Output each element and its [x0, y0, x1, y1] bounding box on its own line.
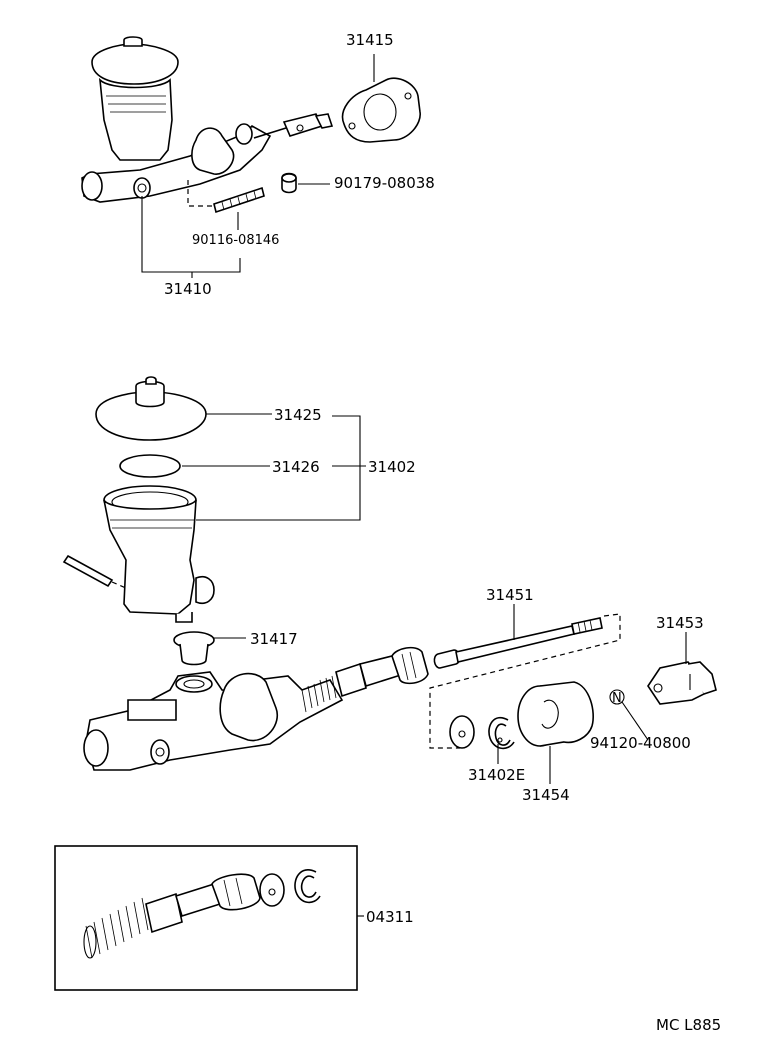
n-symbol-text: N — [612, 691, 622, 706]
repair-kit-04311 — [54, 845, 358, 991]
piston-spring — [301, 646, 429, 713]
label-31454: 31454 — [522, 786, 570, 804]
grommet-31417 — [173, 631, 215, 666]
label-31425: 31425 — [274, 406, 322, 424]
label-94120-40800: 94120-40800 — [590, 734, 691, 752]
reservoir-body — [103, 485, 215, 623]
cylinder-body — [83, 671, 344, 771]
label-90116-08146: 90116-08146 — [192, 233, 279, 248]
seal-31426 — [119, 454, 181, 478]
boot-31454 — [517, 681, 594, 747]
label-31410: 31410 — [164, 280, 212, 298]
label-31451: 31451 — [486, 586, 534, 604]
snap-ring-31402E — [488, 716, 515, 750]
label-31415: 31415 — [346, 31, 394, 49]
label-31453: 31453 — [656, 614, 704, 632]
label-04311: 04311 — [366, 908, 414, 926]
label-31426: 31426 — [272, 458, 320, 476]
gasket-31415 — [341, 77, 421, 143]
washer — [449, 715, 475, 749]
reservoir-cap-31425 — [95, 376, 207, 441]
diagram-code: MC L885 — [656, 1016, 721, 1034]
kit-frame — [54, 845, 358, 991]
label-31417: 31417 — [250, 630, 298, 648]
label-31402E: 31402E — [468, 766, 525, 784]
label-31402: 31402 — [368, 458, 416, 476]
new-part-symbol: N — [609, 689, 625, 706]
master-cylinder-assembly — [81, 36, 334, 214]
label-90179-08038: 90179-08038 — [334, 174, 435, 192]
push-rod-31451 — [433, 617, 603, 669]
clevis-31453 — [647, 661, 717, 705]
pin — [62, 554, 127, 589]
